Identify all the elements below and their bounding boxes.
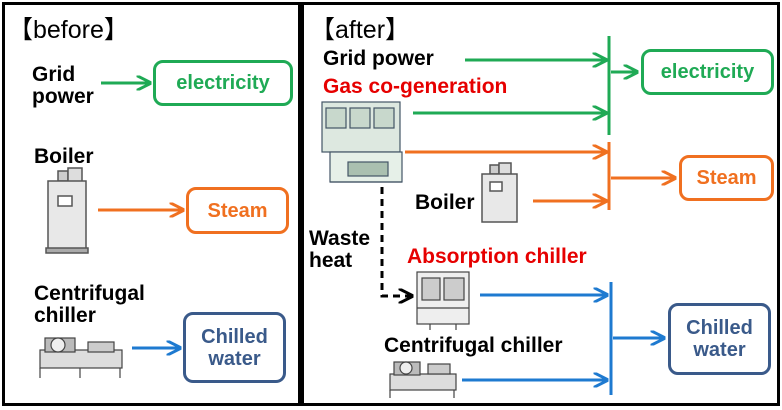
before-grid-power-label: Grid power [32, 63, 94, 109]
after-steam-box: Steam [679, 155, 774, 201]
gas-cogeneration-label: Gas co-generation [323, 75, 508, 98]
before-chilled-water-box: Chilled water [183, 312, 286, 383]
before-boiler-label: Boiler [34, 145, 94, 168]
after-centrifugal-chiller-label: Centrifugal chiller [384, 334, 563, 357]
before-steam-box: Steam [186, 187, 289, 234]
after-grid-power-label: Grid power [323, 47, 434, 70]
after-chilled-water-box: Chilled water [668, 303, 771, 375]
before-centrifugal-chiller-label: Centrifugal chiller [34, 282, 145, 328]
after-electricity-box: electricity [641, 49, 774, 95]
after-boiler-label: Boiler [415, 191, 475, 214]
absorption-chiller-label: Absorption chiller [407, 245, 587, 268]
before-electricity-box: electricity [153, 60, 293, 106]
waste-heat-label: Waste heat [309, 227, 371, 273]
before-title: 【before】 [8, 16, 129, 44]
after-title: 【after】 [310, 16, 411, 44]
